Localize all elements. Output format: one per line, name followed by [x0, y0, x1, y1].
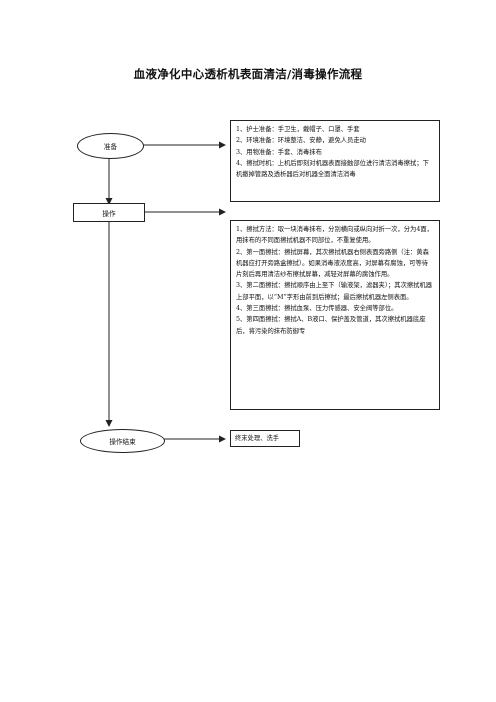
operate-detail-line: 2、第一面擦拭：擦拭屏幕，其次擦拭机器右侧表面旁路侧（注：黄森机器应打开旁路盒擦… [236, 248, 429, 279]
operate-details-box: 1、擦拭方法：取一块消毒抹布，分别横向或纵向对折一次，分为4面，用抹布的不同面擦… [230, 220, 440, 410]
prepare-detail-line: 2、环境准备：环境整洁、安静，避免人员走动 [236, 137, 366, 145]
operate-detail-line: 3、第二面擦拭：擦拭顺序由上至下（输液架，滤器夹）；其次擦拭机器上部平面，以“M… [236, 282, 433, 301]
operate-detail-line: 4、第三面擦拭：擦拭血泵、压力传感器、安全阀等部位。 [236, 305, 398, 313]
page-title: 血液净化中心透析机表面清洁/消毒操作流程 [133, 67, 363, 81]
step-end: 操作结束 [80, 429, 165, 453]
step-operate: 操作 [73, 203, 145, 222]
step-prepare: 准备 [77, 133, 144, 159]
end-detail-line: 终末处理、洗手 [235, 435, 280, 442]
operate-detail-line: 1、擦拭方法：取一块消毒抹布，分别横向或纵向对折一次，分为4面，用抹布的不同面擦… [236, 226, 433, 245]
prepare-detail-line: 1、护士准备：手卫生，戴帽子、口罩、手套 [236, 126, 360, 133]
operate-detail-line: 5、第四面擦拭：擦拭A、B液口、保护盖及管道，其次擦拭机器底座后，将污染的抹布防… [236, 316, 426, 335]
end-details-box: 终末处理、洗手 [230, 430, 300, 447]
prepare-detail-line: 4、擦拭时机：上机后即刻对机器表面接触部位进行清洁消毒擦拭；下机撤掉管路及透析器… [236, 159, 429, 179]
prepare-detail-line: 3、用物准备：手套、消毒抹布 [236, 148, 322, 156]
prepare-details-box: 1、护士准备：手卫生，戴帽子、口罩、手套 2、环境准备：环境整洁、安静，避免人员… [230, 120, 440, 202]
